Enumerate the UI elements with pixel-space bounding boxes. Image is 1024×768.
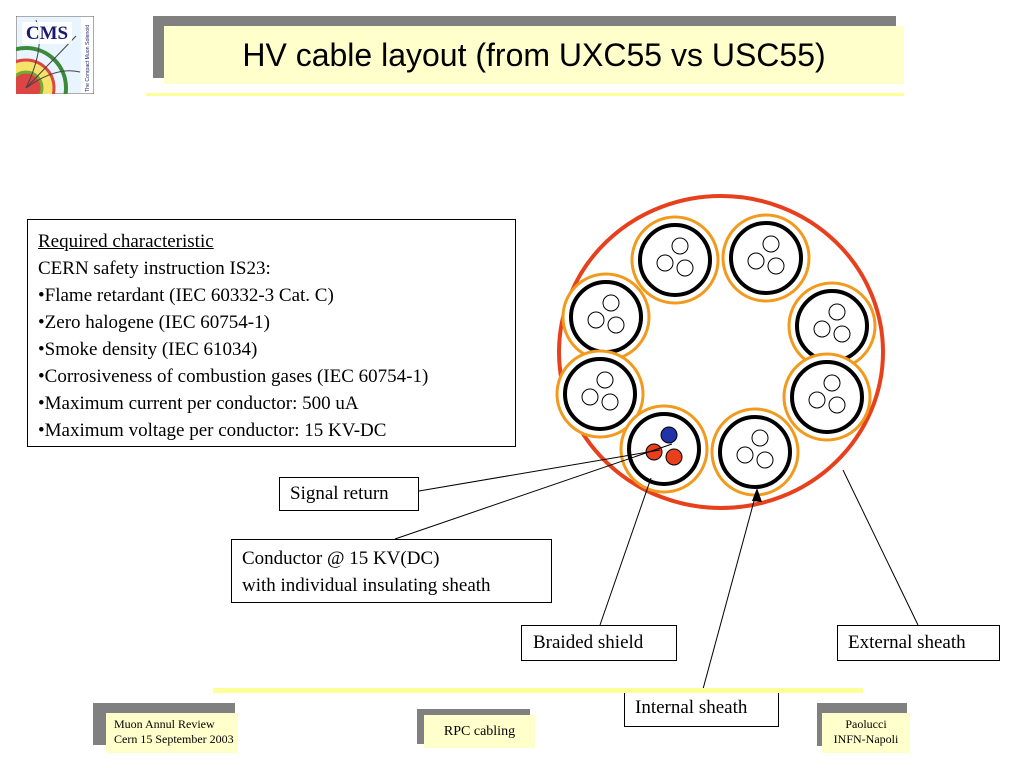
footer-affiliation: INFN-Napoli [833, 732, 899, 746]
conductor-circle [607, 316, 625, 334]
external-sheath-text: External sheath [848, 632, 966, 653]
conductor-circle [751, 429, 769, 447]
footer-author: Paolucci [845, 717, 887, 731]
conductor-circle [581, 388, 599, 406]
requirement-item: •Flame retardant (IEC 60332-3 Cat. C) [38, 285, 334, 306]
braided-shield-ring [569, 280, 643, 354]
footer-right: Paolucci INFN-Napoli [822, 713, 910, 753]
internal-sheath-leader [702, 489, 758, 690]
conductor-circle [828, 396, 846, 414]
requirements-intro: CERN safety instruction IS23: [38, 258, 271, 279]
signal-return-conductor [660, 426, 678, 444]
conductor-circle [767, 257, 785, 275]
requirement-item: •Corrosiveness of combustion gases (IEC … [38, 366, 429, 387]
braided-shield-ring [563, 357, 637, 431]
leader-lines [394, 443, 919, 690]
external-sheath-leader [842, 469, 919, 626]
conductor-circle [676, 259, 694, 277]
conductor-circle [756, 451, 774, 469]
logo-text: CMS [26, 23, 68, 44]
internal-sheath-text: Internal sheath [635, 697, 748, 718]
internal-sheath-arrowhead [752, 488, 762, 502]
conductor-circle [587, 311, 605, 329]
conductor-circle [813, 320, 831, 338]
conductor-circle [656, 254, 674, 272]
conductor-label: Conductor @ 15 KV(DC) with individual in… [231, 539, 552, 603]
cms-logo: CMS The Compact Muon Solenoid [16, 16, 94, 94]
signal-return-leader [418, 449, 661, 492]
footer-event: Muon Annul Review [114, 717, 215, 731]
title-underline [146, 93, 904, 96]
braided-shield-ring [790, 360, 864, 434]
footer-left: Muon Annul Review Cern 15 September 2003 [106, 713, 238, 753]
braided-shield-ring [729, 221, 803, 295]
title-box: HV cable layout (from UXC55 vs USC55) [164, 26, 904, 84]
conductor-circle [601, 393, 619, 411]
conductor-circle [596, 371, 614, 389]
conductor-circle [736, 446, 754, 464]
page-title: HV cable layout (from UXC55 vs USC55) [242, 36, 826, 73]
footer-topic: RPC cabling [443, 724, 516, 739]
conductor-circle [747, 252, 765, 270]
cable-group [555, 194, 885, 510]
requirements-heading: Required characteristic [38, 231, 214, 252]
requirement-item: •Maximum voltage per conductor: 15 KV-DC [38, 420, 387, 441]
requirements-box: Required characteristic CERN safety inst… [27, 219, 516, 447]
conductor-circle [833, 325, 851, 343]
requirement-item: •Smoke density (IEC 61034) [38, 339, 258, 360]
conductor-circle [808, 391, 826, 409]
conductor-text-line1: Conductor @ 15 KV(DC) [242, 548, 440, 569]
conductor-circle [602, 294, 620, 312]
braided-shield-leader [599, 477, 652, 626]
signal-return-text: Signal return [290, 483, 389, 504]
footer-center: RPC cabling [424, 715, 535, 748]
external-sheath-ring [557, 194, 885, 510]
conductor-text-line2: with individual insulating sheath [242, 575, 491, 596]
braided-shield-ring [627, 412, 701, 486]
signal-return-label: Signal return [279, 477, 419, 511]
hv-conductor [665, 448, 683, 466]
logo-subtitle: The Compact Muon Solenoid [85, 25, 91, 92]
conductor-circle [762, 235, 780, 253]
requirement-item: •Maximum current per conductor: 500 uA [38, 393, 359, 414]
footer-date: Cern 15 September 2003 [114, 732, 234, 746]
braided-shield-ring [638, 223, 712, 297]
conductor-circle [828, 303, 846, 321]
braided-shield-text: Braided shield [533, 632, 644, 653]
requirement-item: •Zero halogene (IEC 60754-1) [38, 312, 270, 333]
conductor-circle [823, 374, 841, 392]
braided-shield-label: Braided shield [521, 625, 677, 661]
conductor-leader [394, 443, 673, 540]
braided-shield-ring [795, 289, 869, 363]
internal-sheath-label: Internal sheath [624, 689, 779, 727]
conductor-circle [671, 237, 689, 255]
external-sheath-label: External sheath [837, 625, 1000, 661]
braided-shield-ring [718, 415, 792, 489]
footer-rule [213, 688, 863, 693]
